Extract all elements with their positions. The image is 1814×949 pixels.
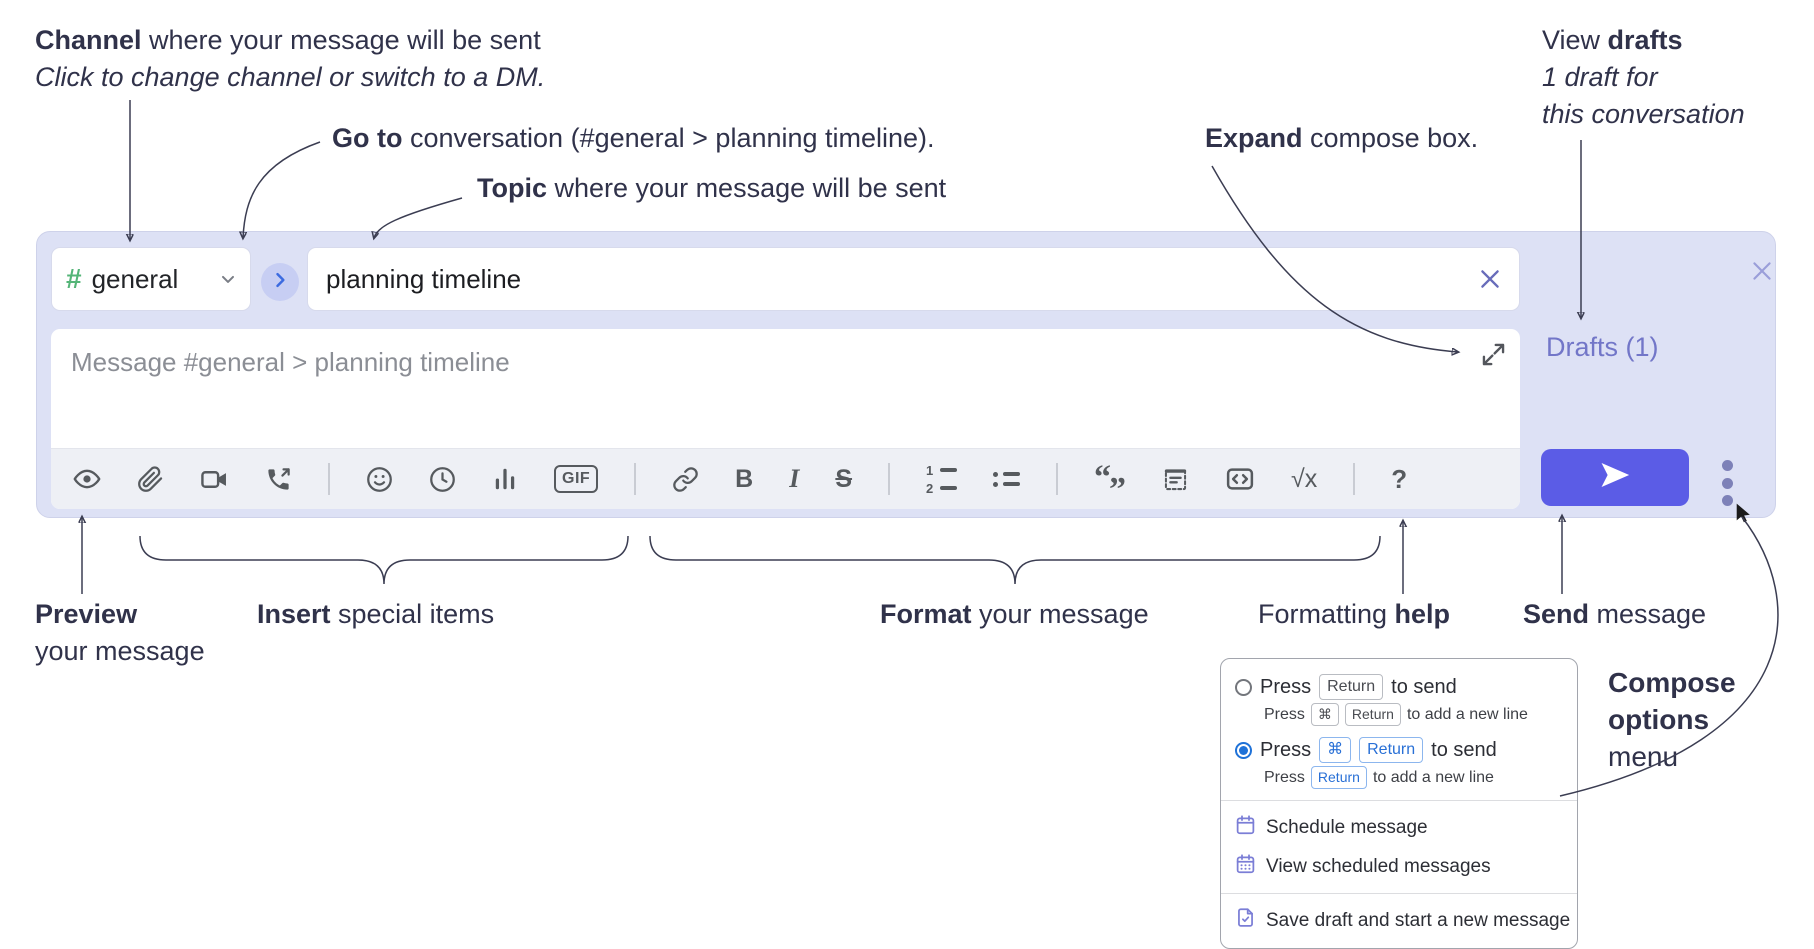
send-plane-icon [1598,458,1632,497]
strikethrough-icon[interactable]: S [835,464,853,493]
kebab-dot [1721,477,1733,489]
blockquote-icon[interactable]: “ ” [1094,459,1127,508]
bold-icon[interactable]: B [735,464,754,493]
kebab-dot [1721,460,1733,471]
ordered-list-icon[interactable]: 1 2 [926,464,958,495]
menu-item-schedule-message[interactable]: Schedule message [1235,808,1563,847]
toolbar-divider [888,463,891,495]
topic-input[interactable] [308,263,1469,295]
italic-icon[interactable]: I [789,464,800,493]
preview-annotation: Preview your message [35,599,205,666]
clear-topic-icon[interactable] [1477,266,1503,292]
mouse-cursor [1735,503,1752,529]
insert-annotation: Insert special items [257,599,495,629]
kebab-dot [1721,495,1733,506]
menu-divider [1221,893,1577,894]
format-brace [649,535,1381,585]
formatting-help-annotation: Formatting help [1258,599,1451,629]
radio-selected-icon[interactable] [1235,741,1252,759]
formatting-help-icon[interactable]: ? [1391,464,1408,494]
emoji-icon[interactable] [366,466,393,493]
goto-arrow [243,141,321,238]
toolbar-divider [1353,463,1356,495]
compose-options-button[interactable] [1711,460,1743,506]
toolbar-divider [634,463,637,495]
send-annotation: Send message [1523,599,1707,629]
goto-annotation: Go to conversation (#general > planning … [332,123,935,153]
send-option-cmd-return[interactable]: Press ⌘ Return to send [1235,737,1563,763]
view-drafts-annotation: View drafts 1 draft for this conversatio… [1542,25,1745,129]
video-icon[interactable] [200,465,229,494]
expand-compose-icon[interactable] [1480,341,1507,368]
toolbar-divider [328,463,330,495]
attachment-icon[interactable] [137,465,164,493]
topic-annotation: Topic where your message will be sent [477,173,947,203]
chevron-down-icon [218,269,238,289]
return-key-cap: Return [1319,674,1384,700]
gif-icon[interactable]: GIF [554,465,599,493]
menu-divider [1221,800,1577,801]
menu-item-save-draft[interactable]: Save draft and start a new message [1235,901,1570,940]
preview-icon[interactable] [73,465,101,493]
send-option-return[interactable]: Press Return to send [1235,674,1563,700]
message-input[interactable]: Message #general > planning timeline [51,329,1520,509]
topic-field [307,247,1520,311]
channel-annotation: Channel where your message will be sent … [35,25,546,92]
compose-box: # general Message #general > planning ti… [36,231,1776,523]
channel-hash-icon: # [66,263,82,294]
toolbar-divider [1056,463,1059,495]
calendar-icon [1235,814,1256,841]
return-key-cap: Return [1310,766,1367,789]
channel-name: general [91,263,179,294]
compose-options-annotation: Compose options menu [1608,667,1736,772]
return-key-cap: Return [1344,703,1401,726]
bulleted-list-icon[interactable] [993,471,1021,487]
return-key-cap: Return [1359,737,1424,763]
menu-item-view-scheduled[interactable]: View scheduled messages [1235,847,1563,886]
link-icon[interactable] [672,466,699,493]
insert-brace [139,535,629,585]
schedule-clock-icon[interactable] [429,466,456,493]
cmd-key-cap: ⌘ [1310,703,1339,726]
call-icon[interactable] [265,466,292,493]
close-compose-icon[interactable] [1749,258,1775,284]
inline-code-icon[interactable] [1225,464,1255,494]
code-block-icon[interactable] [1162,466,1189,493]
message-placeholder: Message #general > planning timeline [71,347,510,377]
drafts-link[interactable]: Drafts (1) [1546,332,1659,362]
poll-chart-icon[interactable] [492,466,518,492]
goto-conversation-button[interactable] [261,263,299,301]
expand-annotation: Expand compose box. [1205,123,1479,153]
math-formula-icon[interactable]: √x [1291,464,1318,493]
radio-unselected-icon[interactable] [1235,678,1252,696]
send-option-return-sub: Press ⌘ Return to add a new line [1264,703,1563,726]
calendar-grid-icon [1235,853,1256,880]
formatting-toolbar: GIF B I S 1 2 “ ” [51,448,1520,509]
draft-check-icon [1235,907,1256,934]
compose-options-menu: Press Return to send Press ⌘ Return to a… [1220,658,1578,949]
chevron-right-icon [270,270,290,295]
format-annotation: Format your message [880,599,1149,629]
send-option-cmd-return-sub: Press Return to add a new line [1264,766,1563,789]
send-button[interactable] [1541,449,1689,506]
channel-selector-button[interactable]: # general [51,247,251,311]
cmd-key-cap: ⌘ [1319,737,1352,763]
